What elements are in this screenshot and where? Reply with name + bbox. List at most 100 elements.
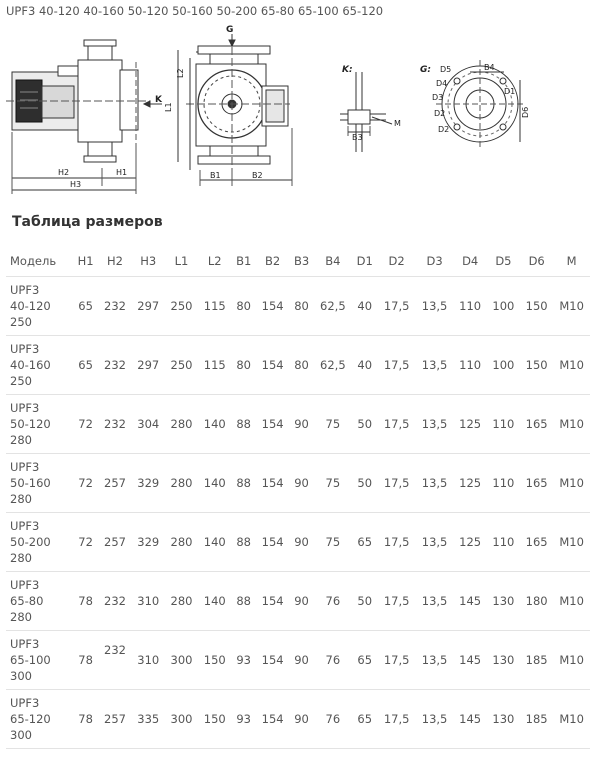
dimension-cell: 13,5: [421, 712, 448, 726]
model-cell: UPF3 65-100 300: [10, 637, 51, 683]
dimension-cell: 78: [78, 653, 93, 667]
B4-label: B4: [484, 63, 495, 72]
G-view-label: G:: [420, 65, 431, 75]
col-header: M: [566, 254, 577, 268]
dimensions-table: Модель H1 H2 H3 L1 L2 B1 B2 B3 B4 D1 D2 …: [6, 246, 590, 749]
model-cell: UPF3 65-120 300: [10, 696, 51, 742]
dimension-cell: 72: [78, 535, 93, 549]
model-cell: UPF3 40-120 250: [10, 283, 51, 329]
dimension-cell: 88: [236, 594, 251, 608]
dimension-cell: 257: [104, 476, 126, 490]
col-header: L2: [207, 254, 222, 268]
dimension-cell: 150: [203, 712, 226, 726]
col-header: H3: [140, 254, 157, 268]
dimension-cell: 304: [137, 417, 160, 431]
pump-dimension-drawing: K H2 H1 H3 G L2 L1 B1 B2: [6, 25, 530, 194]
dimension-cell: M10: [559, 712, 584, 726]
dimension-cell: 335: [137, 712, 160, 726]
dimension-cell: 72: [78, 417, 93, 431]
dimension-cell: 13,5: [421, 476, 448, 490]
col-header: D3: [426, 254, 443, 268]
dimension-cell: 80: [294, 299, 309, 313]
dimension-cell: 115: [203, 299, 226, 313]
dimension-cell: 232: [104, 417, 126, 431]
dimension-cell: 130: [492, 712, 515, 726]
dimension-cell: M10: [559, 653, 584, 667]
dimension-cell: 150: [525, 299, 548, 313]
dimension-cell: 50: [357, 476, 373, 490]
dimension-cell: 130: [492, 594, 515, 608]
dimension-cell: 13,5: [421, 358, 448, 372]
page-title: UPF3 40-120 40-160 50-120 50-160 50-200 …: [6, 4, 384, 18]
G-label: G: [226, 25, 233, 35]
dimension-cell: 125: [459, 417, 482, 431]
dimension-cell: 17,5: [383, 358, 410, 372]
dimension-cell: 110: [459, 358, 482, 372]
dimension-cell: 257: [104, 712, 126, 726]
dimension-cell: 140: [203, 417, 226, 431]
K-view-label: K:: [342, 65, 353, 75]
D3-label: D3: [432, 93, 443, 102]
dimension-cell: 115: [203, 358, 226, 372]
dimension-cell: 100: [492, 299, 515, 313]
dimension-cell: 185: [525, 653, 548, 667]
dimension-cell: M10: [559, 476, 584, 490]
dimension-cell: 78: [78, 594, 93, 608]
dimension-cell: 125: [459, 476, 482, 490]
dimension-cell: 180: [525, 594, 548, 608]
dimension-cell: 232: [104, 594, 126, 608]
dimension-cell: 280: [170, 594, 193, 608]
dimension-cell: 90: [294, 594, 309, 608]
col-header: D5: [495, 254, 512, 268]
dimension-cell: 150: [525, 358, 548, 372]
dimension-cell: 140: [203, 476, 226, 490]
dimension-cell: 154: [261, 594, 284, 608]
dimension-cell: 90: [294, 535, 309, 549]
dimension-cell: 150: [203, 653, 226, 667]
dimension-cell: 125: [459, 535, 482, 549]
dimension-cell: 90: [294, 417, 309, 431]
col-header: B3: [293, 254, 310, 268]
front-view: [177, 34, 293, 186]
dimension-cell: 140: [203, 594, 226, 608]
dimension-cell: 329: [137, 535, 160, 549]
dimension-cell: 76: [325, 653, 341, 667]
col-header: D6: [528, 254, 545, 268]
D1-label: D1: [504, 87, 515, 96]
dimension-cell: 297: [137, 358, 160, 372]
dimension-cell: 75: [325, 535, 341, 549]
dimension-cell: M10: [559, 594, 584, 608]
dimension-cell: 165: [525, 535, 548, 549]
dimension-cell: 140: [203, 535, 226, 549]
dimension-cell: 76: [325, 594, 341, 608]
dimension-cell: 130: [492, 653, 515, 667]
dimension-cell: M10: [559, 358, 584, 372]
dimension-cell: 154: [261, 653, 284, 667]
dimension-cell: 310: [137, 653, 160, 667]
dimension-cell: 17,5: [383, 476, 410, 490]
D4-label: D4: [436, 79, 447, 88]
B1-label: B1: [210, 171, 221, 180]
table-header-row: Модель H1 H2 H3 L1 L2 B1 B2 B3 B4 D1 D2 …: [6, 246, 590, 277]
dimension-cell: M10: [559, 535, 584, 549]
dimension-cell: 110: [492, 535, 515, 549]
L1-label: L1: [164, 102, 173, 112]
dimension-cell: 110: [459, 299, 482, 313]
col-header: B2: [265, 254, 281, 268]
dimension-cell: 145: [459, 594, 482, 608]
k-view: [340, 72, 393, 152]
dimension-cell: 65: [78, 299, 93, 313]
dimension-cell: 75: [325, 476, 341, 490]
dimension-cell: 100: [492, 358, 515, 372]
model-cell: UPF3 50-120 280: [10, 401, 51, 447]
dimension-cell: 154: [261, 712, 284, 726]
model-cell: UPF3 50-160 280: [10, 460, 51, 506]
dimension-cell: 232: [104, 358, 126, 372]
dimension-cell: 280: [170, 476, 193, 490]
col-header: B4: [325, 254, 341, 268]
dimension-cell: 145: [459, 712, 482, 726]
